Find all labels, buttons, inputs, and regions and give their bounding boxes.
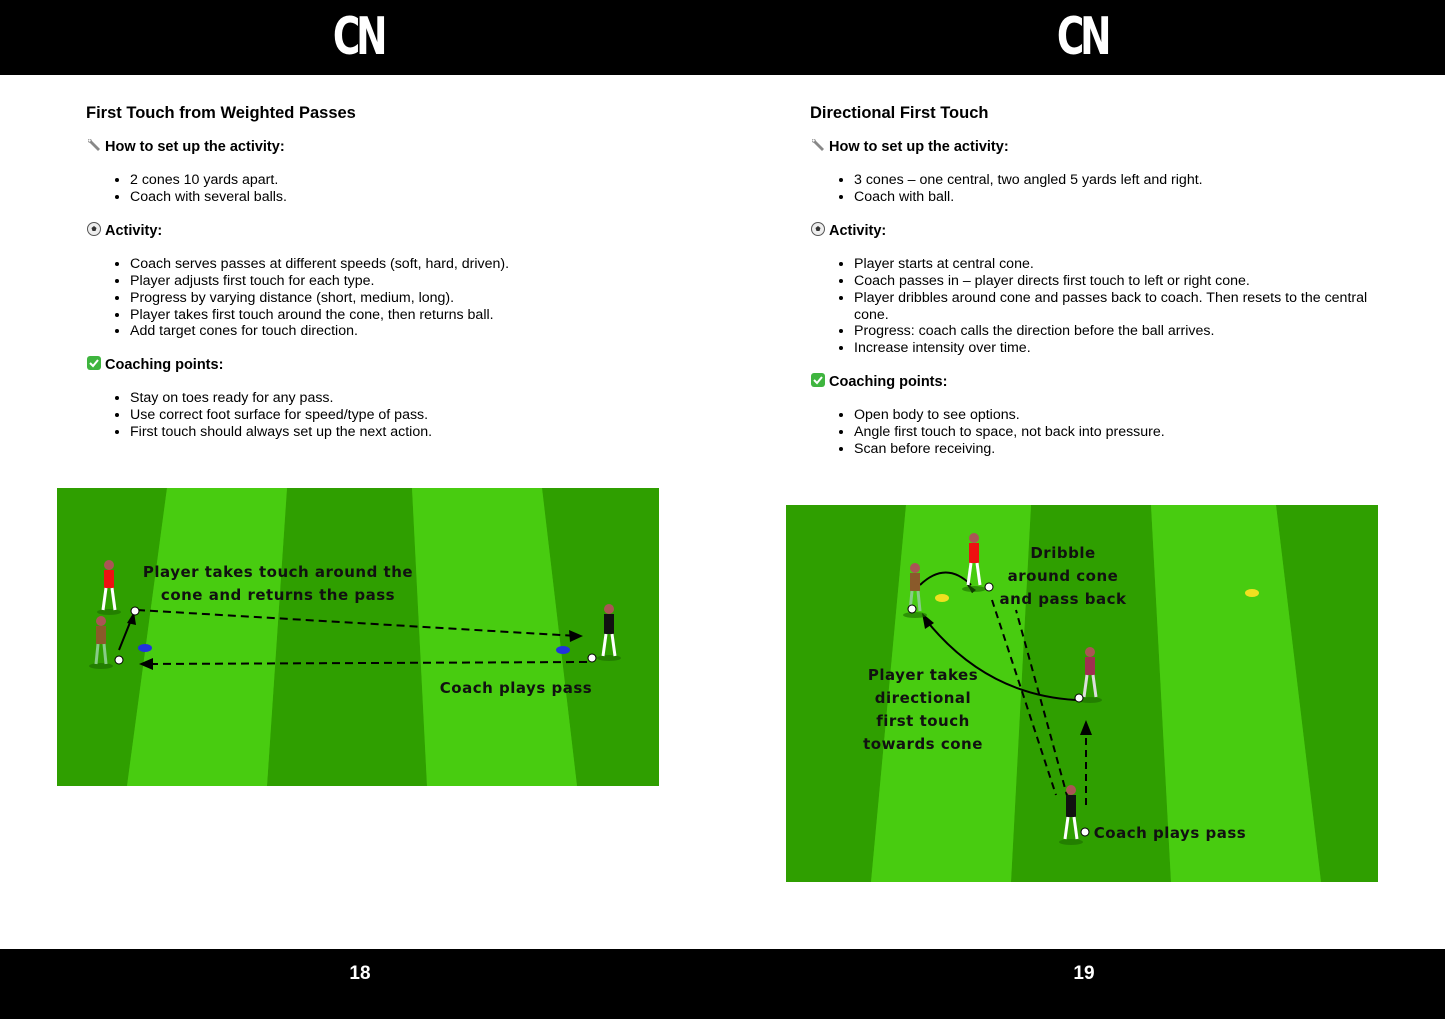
pitch-stripe-light — [412, 488, 577, 786]
label-player-1: Player takes — [868, 666, 978, 684]
pitch-stripe-light — [1151, 505, 1321, 882]
checkmark-icon — [810, 372, 826, 388]
logo-left: CN — [332, 7, 387, 67]
list-item: Coach with ball. — [854, 189, 1390, 206]
left-coaching-list: Stay on toes ready for any pass. Use cor… — [86, 390, 666, 441]
list-item: Progress: coach calls the direction befo… — [854, 323, 1390, 340]
page-number-right: 19 — [1073, 963, 1095, 984]
label-coach: Coach plays pass — [1094, 824, 1246, 842]
right-drill-diagram: Dribble around cone and pass back Player… — [786, 505, 1378, 882]
player-red — [962, 533, 994, 592]
cone-blue — [556, 646, 570, 654]
pitch-stripe-dark — [542, 488, 659, 786]
list-item: Progress by varying distance (short, med… — [130, 290, 666, 307]
list-item: Add target cones for touch direction. — [130, 323, 666, 340]
left-activity-heading-text: Activity: — [105, 222, 163, 239]
player-maroon — [1074, 647, 1102, 703]
left-activity-heading: Activity: — [86, 221, 666, 239]
left-page-title: First Touch from Weighted Passes — [86, 104, 356, 122]
right-page-title: Directional First Touch — [810, 104, 989, 122]
coach — [587, 604, 621, 663]
list-item: Player dribbles around cone and passes b… — [854, 290, 1390, 324]
list-item: Stay on toes ready for any pass. — [130, 390, 666, 407]
list-item: Increase intensity over time. — [854, 340, 1390, 357]
right-setup-heading-text: How to set up the activity: — [829, 139, 1009, 155]
dribble-arrow — [919, 571, 972, 586]
label-coach: Coach plays pass — [440, 679, 592, 697]
label-player-2: directional — [875, 689, 971, 707]
soccer-ball-icon — [810, 221, 826, 237]
wrench-icon — [86, 137, 102, 153]
soccer-ball-icon — [86, 221, 102, 237]
pass-arrow — [1015, 609, 1072, 811]
right-coaching-heading-text: Coaching points: — [829, 374, 948, 391]
pass-arrow — [146, 661, 588, 665]
list-item: Coach with several balls. — [130, 189, 666, 206]
cone-yellow — [935, 594, 949, 602]
pitch-stripe-dark — [1276, 505, 1378, 882]
list-item: Coach passes in – player directs first t… — [854, 273, 1390, 290]
pitch-stripe-dark — [267, 488, 427, 786]
left-coaching-heading: Coaching points: — [86, 355, 666, 374]
left-setup-heading-text: How to set up the activity: — [105, 139, 285, 155]
left-activity-list: Coach serves passes at different speeds … — [86, 256, 666, 341]
pitch-stripe-dark — [1011, 505, 1171, 882]
right-coaching-heading: Coaching points: — [810, 372, 1390, 391]
cone-blue — [138, 644, 152, 652]
label-dribble-2: around cone — [1008, 567, 1119, 585]
pitch-stripe-dark — [786, 505, 906, 882]
list-item: First touch should always set up the nex… — [130, 424, 666, 441]
pitch-stripe-dark — [57, 488, 167, 786]
pitch-stripe-light — [127, 488, 287, 786]
label-dribble-1: Dribble — [1030, 544, 1095, 562]
left-setup-list: 2 cones 10 yards apart. Coach with sever… — [86, 172, 666, 206]
label-touch-line2: cone and returns the pass — [161, 586, 395, 604]
arrow-head — [922, 613, 934, 629]
list-item: Coach serves passes at different speeds … — [130, 256, 666, 273]
touch-arrow — [118, 619, 132, 651]
list-item: Angle first touch to space, not back int… — [854, 424, 1390, 441]
touch-arrow — [925, 619, 1077, 701]
list-item: Scan before receiving. — [854, 441, 1390, 458]
list-item: Player takes first touch around the cone… — [130, 307, 666, 324]
left-page-content: First Touch from Weighted Passes How to … — [86, 104, 666, 458]
pass-arrow — [136, 609, 578, 637]
list-item: Open body to see options. — [854, 407, 1390, 424]
left-coaching-heading-text: Coaching points: — [105, 357, 224, 374]
list-item: 3 cones – one central, two angled 5 yard… — [854, 172, 1390, 189]
list-item: 2 cones 10 yards apart. — [130, 172, 666, 189]
right-coaching-list: Open body to see options. Angle first to… — [810, 407, 1390, 458]
left-setup-heading: How to set up the activity: — [86, 139, 666, 155]
pass-arrow — [991, 599, 1057, 796]
player-brown — [89, 616, 124, 669]
right-activity-heading: Activity: — [810, 221, 1390, 239]
top-bar — [0, 0, 1445, 75]
checkmark-icon — [86, 355, 102, 371]
coach — [1059, 785, 1090, 845]
right-setup-heading: How to set up the activity: — [810, 139, 1390, 155]
arrow-head — [1080, 720, 1092, 735]
player-red — [97, 560, 140, 616]
page-number-left: 18 — [349, 963, 371, 984]
bottom-bar — [0, 949, 1445, 1019]
right-page-content: Directional First Touch How to set up th… — [810, 104, 1390, 475]
arrow-head — [569, 630, 583, 642]
label-player-4: towards cone — [863, 735, 983, 753]
right-setup-list: 3 cones – one central, two angled 5 yard… — [810, 172, 1390, 206]
list-item: Player adjusts first touch for each type… — [130, 273, 666, 290]
right-activity-heading-text: Activity: — [829, 222, 887, 239]
cone-yellow — [1245, 589, 1259, 597]
right-activity-list: Player starts at central cone. Coach pas… — [810, 256, 1390, 357]
list-item: Use correct foot surface for speed/type … — [130, 407, 666, 424]
label-touch-line1: Player takes touch around the — [143, 563, 413, 581]
wrench-icon — [810, 137, 826, 153]
logo-right: CN — [1056, 7, 1111, 67]
left-drill-diagram: Player takes touch around the cone and r… — [57, 488, 659, 786]
list-item: Player starts at central cone. — [854, 256, 1390, 273]
label-dribble-3: and pass back — [1000, 590, 1127, 608]
player-brown — [903, 563, 927, 618]
arrow-head — [139, 658, 153, 670]
label-player-3: first touch — [876, 712, 970, 730]
